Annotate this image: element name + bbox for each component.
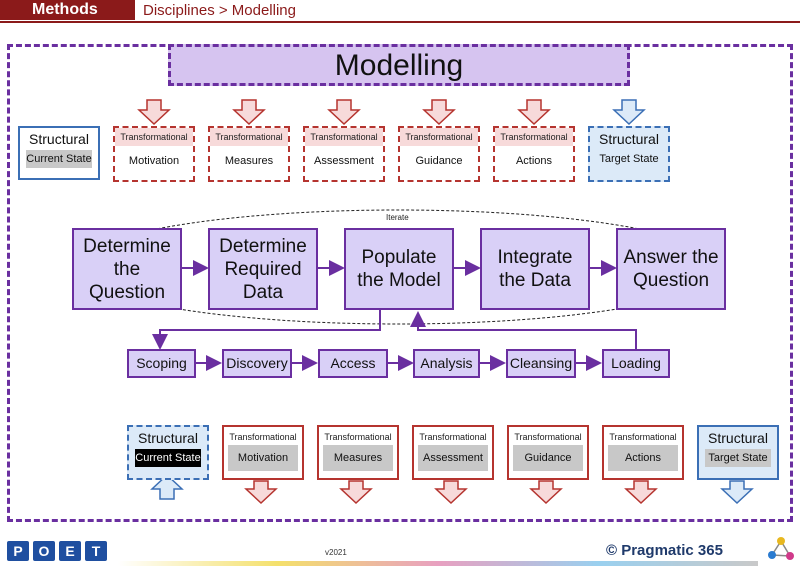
down-arrow-icon bbox=[244, 480, 278, 505]
bottom-structural-current: Structural Current State bbox=[127, 425, 209, 480]
bottom-arrows bbox=[150, 473, 754, 505]
assessment-label: Assessment bbox=[314, 155, 374, 167]
bottom-transformational-measures: Transformational Measures bbox=[317, 425, 399, 480]
transformational-label: Transformational bbox=[210, 128, 288, 146]
process-populate-model: Populate the Model bbox=[344, 228, 454, 310]
top-transformational-assessment: Transformational Assessment bbox=[303, 126, 385, 182]
motivation-label: Motivation bbox=[128, 155, 180, 167]
poet-logo: P O E T bbox=[6, 540, 110, 562]
bottom-transformational-actions: Transformational Actions bbox=[602, 425, 684, 480]
step-analysis: Analysis bbox=[413, 349, 480, 378]
bottom-transformational-motivation: Transformational Motivation bbox=[222, 425, 304, 480]
current-state-label: Current State bbox=[135, 449, 201, 467]
down-arrow-icon bbox=[327, 99, 361, 126]
bottom-transformational-assessment: Transformational Assessment bbox=[412, 425, 494, 480]
up-arrow-icon bbox=[150, 473, 184, 500]
svg-text:E: E bbox=[65, 543, 74, 559]
process-determine-required-data: Determine Required Data bbox=[208, 228, 318, 310]
transformational-label: Transformational bbox=[609, 432, 677, 442]
top-transformational-motivation: Transformational Motivation bbox=[113, 126, 195, 182]
process-determine-question: Determine the Question bbox=[72, 228, 182, 310]
footer-gradient-bar bbox=[118, 561, 758, 566]
bottom-structural-target: Structural Target State bbox=[697, 425, 779, 480]
structural-label: Structural bbox=[708, 430, 768, 446]
pragmatic-node-logo bbox=[768, 537, 794, 560]
transformational-label: Transformational bbox=[514, 432, 582, 442]
transformational-label: Transformational bbox=[495, 128, 573, 146]
transformational-label: Transformational bbox=[400, 128, 478, 146]
svg-text:O: O bbox=[39, 543, 50, 559]
process-answer-question: Answer the Question bbox=[616, 228, 726, 310]
down-arrow-icon bbox=[720, 480, 754, 505]
top-down-arrows bbox=[137, 99, 646, 126]
diagram-title: Modelling bbox=[168, 44, 630, 86]
actions-label: Actions bbox=[608, 445, 678, 471]
transformational-label: Transformational bbox=[419, 432, 487, 442]
measures-label: Measures bbox=[323, 445, 393, 471]
down-arrow-icon bbox=[137, 99, 171, 126]
brand-label: © Pragmatic 365 bbox=[606, 542, 723, 559]
down-arrow-icon bbox=[529, 480, 563, 505]
top-structural-target: Structural Target State bbox=[588, 126, 670, 182]
down-arrow-icon bbox=[434, 480, 468, 505]
down-arrow-icon bbox=[612, 99, 646, 126]
motivation-label: Motivation bbox=[228, 445, 298, 471]
poet-logo-image: P O E T bbox=[7, 541, 107, 561]
top-transformational-actions: Transformational Actions bbox=[493, 126, 575, 182]
target-state-label: Target State bbox=[599, 153, 659, 165]
step-cleansing: Cleansing bbox=[506, 349, 576, 378]
step-loading: Loading bbox=[602, 349, 670, 378]
structural-label: Structural bbox=[138, 430, 198, 446]
measures-label: Measures bbox=[224, 155, 274, 167]
top-structural-current: Structural Current State bbox=[18, 126, 100, 180]
guidance-label: Guidance bbox=[513, 445, 583, 471]
structural-label: Structural bbox=[29, 131, 89, 147]
down-arrow-icon bbox=[624, 480, 658, 505]
down-arrow-icon bbox=[339, 480, 373, 505]
step-access: Access bbox=[318, 349, 388, 378]
down-arrow-icon bbox=[232, 99, 266, 126]
iterate-label: Iterate bbox=[386, 213, 409, 222]
down-arrow-icon bbox=[422, 99, 456, 126]
bottom-transformational-guidance: Transformational Guidance bbox=[507, 425, 589, 480]
structural-label: Structural bbox=[599, 131, 659, 147]
current-state-label: Current State bbox=[26, 150, 92, 168]
process-integrate-data: Integrate the Data bbox=[480, 228, 590, 310]
transformational-label: Transformational bbox=[324, 432, 392, 442]
step-scoping: Scoping bbox=[127, 349, 196, 378]
transformational-label: Transformational bbox=[115, 128, 193, 146]
header-rule bbox=[0, 21, 800, 23]
svg-text:P: P bbox=[13, 543, 22, 559]
guidance-label: Guidance bbox=[415, 155, 463, 167]
version-label: v2021 bbox=[325, 548, 347, 557]
methods-tab[interactable]: Methods bbox=[0, 0, 135, 20]
actions-label: Actions bbox=[515, 155, 553, 167]
target-state-label: Target State bbox=[705, 449, 771, 467]
transformational-label: Transformational bbox=[305, 128, 383, 146]
top-transformational-measures: Transformational Measures bbox=[208, 126, 290, 182]
down-arrow-icon bbox=[517, 99, 551, 126]
svg-text:T: T bbox=[92, 543, 101, 559]
breadcrumb[interactable]: Disciplines > Modelling bbox=[143, 2, 296, 19]
assessment-label: Assessment bbox=[418, 445, 488, 471]
top-transformational-guidance: Transformational Guidance bbox=[398, 126, 480, 182]
sub-process-loop bbox=[152, 310, 637, 350]
step-discovery: Discovery bbox=[222, 349, 292, 378]
transformational-label: Transformational bbox=[229, 432, 297, 442]
